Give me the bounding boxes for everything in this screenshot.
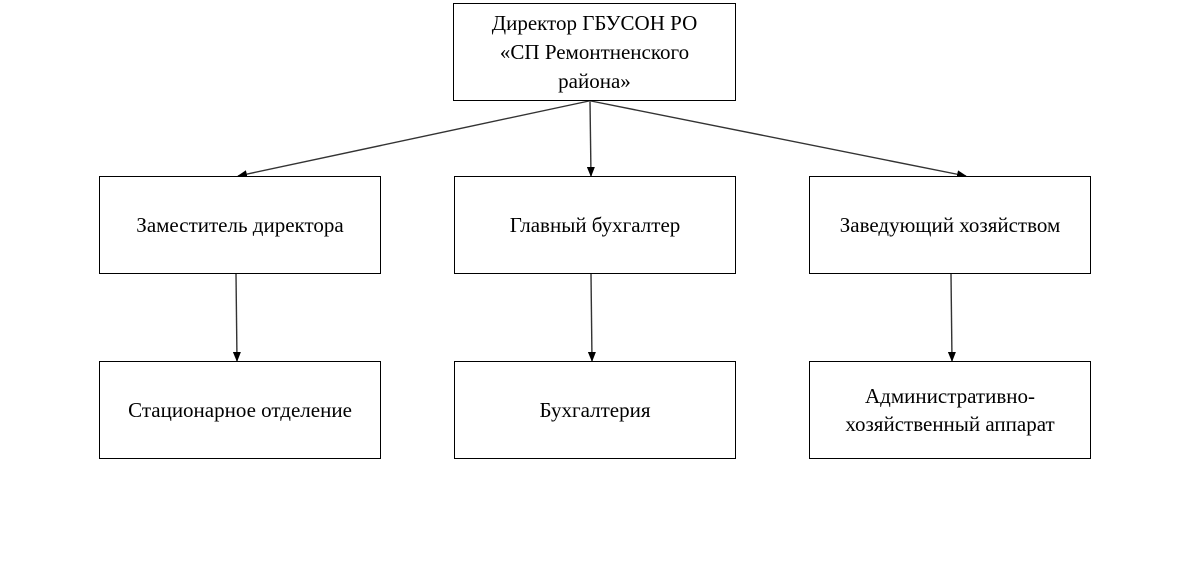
- node-chief-accountant-label: Главный бухгалтер: [509, 213, 681, 237]
- node-deputy-director-label: Заместитель директора: [136, 213, 344, 237]
- arrow-deputy-to-inpatient-department: [232, 273, 241, 362]
- node-accounting-label: Бухгалтерия: [539, 398, 651, 422]
- arrow-chief-accountant-to-accounting: [587, 273, 596, 362]
- node-accounting: Бухгалтерия: [454, 361, 736, 459]
- node-inpatient-department-label: Стационарное отделение: [128, 398, 352, 422]
- node-director: Директор ГБУСОН РО «СП Ремонтненского ра…: [453, 3, 736, 101]
- arrow-director-to-chief-accountant: [586, 100, 595, 177]
- node-director-line-1: Директор ГБУСОН РО: [491, 10, 698, 35]
- node-deputy-director: Заместитель директора: [99, 176, 381, 274]
- node-admin-staff-line-2: хозяйственный аппарат: [845, 412, 1055, 436]
- node-facility-manager-label: Заведующий хозяйством: [839, 213, 1061, 237]
- node-admin-staff: Административно- хозяйственный аппарат: [809, 361, 1091, 459]
- node-director-line-3: района»: [558, 68, 631, 93]
- arrow-director-to-facility-manager: [590, 100, 967, 179]
- node-chief-accountant: Главный бухгалтер: [454, 176, 736, 274]
- node-director-line-2: «СП Ремонтненского: [499, 39, 690, 64]
- node-facility-manager: Заведующий хозяйством: [809, 176, 1091, 274]
- node-inpatient-department: Стационарное отделение: [99, 361, 381, 459]
- arrow-facility-manager-to-admin-staff: [947, 273, 956, 362]
- node-admin-staff-line-1: Административно-: [865, 384, 1035, 408]
- arrow-director-to-deputy: [237, 100, 590, 179]
